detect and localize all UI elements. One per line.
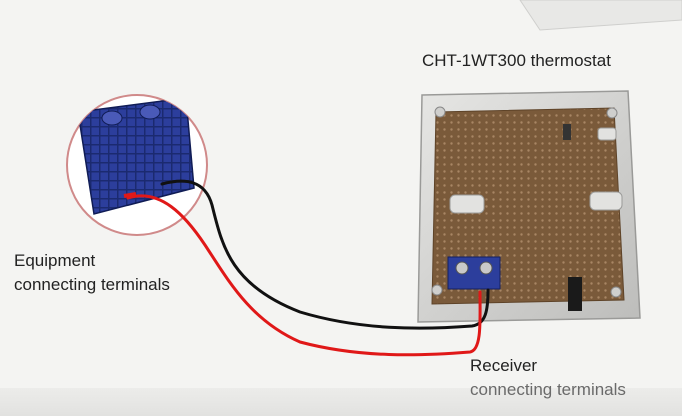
receiver-screw (479, 261, 493, 275)
red-wire (126, 194, 482, 357)
black-wire (160, 179, 490, 330)
board-notch-left (449, 194, 485, 214)
thermostat-title: CHT-1WT300 thermostat (422, 51, 611, 70)
screw-hole (606, 107, 618, 119)
receiver-label-line1: Receiver (470, 356, 538, 375)
red-wire-end (123, 192, 137, 198)
screw-hole (431, 284, 443, 296)
bottom-band (0, 388, 682, 416)
receiver-screw (455, 261, 469, 275)
equipment-label-line2: connecting terminals (14, 275, 170, 294)
thermostat-board (431, 107, 625, 305)
terminal-screw (101, 110, 123, 126)
thermostat-unit (417, 90, 641, 323)
receiver-label-line2: connecting terminals (470, 380, 626, 399)
equipment-label-line1: Equipment (14, 251, 96, 270)
terminal-screw (139, 104, 161, 120)
corner-panel (519, 0, 682, 31)
board-notch-right (589, 191, 623, 211)
board-connector (568, 277, 582, 311)
screw-hole (610, 286, 622, 298)
screw-hole (434, 106, 446, 118)
equipment-callout (66, 94, 208, 236)
equipment-terminal-block (77, 97, 195, 215)
board-button (563, 124, 571, 140)
board-notch-top (597, 127, 617, 141)
receiver-terminal-block (447, 256, 501, 290)
